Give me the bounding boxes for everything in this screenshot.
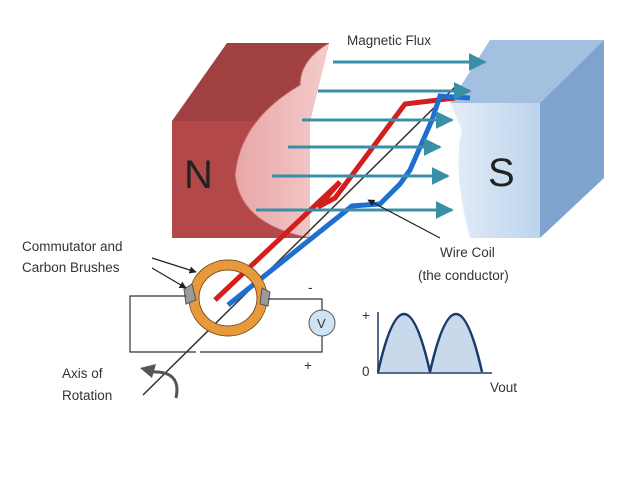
north-pole-label: N bbox=[184, 153, 213, 197]
graph-vout-label: Vout bbox=[490, 380, 517, 395]
circuit-wire-bottom bbox=[200, 336, 323, 353]
voltmeter-label: V bbox=[317, 316, 326, 331]
north-pole-face-curve bbox=[234, 42, 330, 239]
south-magnet-front bbox=[450, 103, 540, 238]
rotation-arrow-head bbox=[140, 364, 156, 378]
voltmeter bbox=[308, 309, 336, 337]
carbon-brush-right bbox=[259, 287, 271, 307]
south-magnet-side bbox=[540, 40, 604, 238]
flux-arrows bbox=[256, 53, 487, 219]
wire-coil-label-line1: Wire Coil bbox=[440, 245, 495, 260]
axis-label-line1: Axis of bbox=[62, 366, 103, 381]
commutator-ring-outline bbox=[188, 259, 268, 337]
graph-zero-label: 0 bbox=[362, 364, 370, 379]
commutator-pointer-2 bbox=[151, 267, 187, 289]
circuit-plus-label: + bbox=[304, 358, 312, 373]
circuit-minus-label: - bbox=[308, 280, 313, 295]
commutator-ring-inner bbox=[198, 269, 258, 327]
south-magnet: S bbox=[450, 40, 604, 238]
graph-plus-label: + bbox=[362, 308, 370, 323]
wire-coil-label-line2: (the conductor) bbox=[418, 268, 509, 283]
north-magnet: N bbox=[172, 42, 330, 239]
rotation-arrow bbox=[149, 370, 179, 399]
south-pole-label: S bbox=[488, 151, 515, 195]
output-voltage-graph: + 0 Vout bbox=[362, 308, 517, 395]
external-circuit: V - + bbox=[129, 280, 336, 373]
circuit-wire-left bbox=[129, 295, 196, 353]
south-magnet-top bbox=[450, 40, 604, 103]
axis-of-rotation-line bbox=[142, 86, 456, 396]
graph-wave bbox=[376, 312, 484, 373]
magnetic-flux-label: Magnetic Flux bbox=[347, 33, 431, 48]
commutator-ring bbox=[189, 260, 267, 336]
coil-red-wire bbox=[213, 95, 456, 302]
circuit-wire-right bbox=[268, 298, 323, 310]
commutator-label-line1: Commutator and bbox=[22, 239, 123, 254]
carbon-brush-left bbox=[183, 283, 197, 305]
axis-label-line2: Rotation bbox=[62, 388, 112, 403]
commutator-label-line2: Carbon Brushes bbox=[22, 260, 120, 275]
wire-coil-pointer bbox=[367, 199, 441, 239]
commutator bbox=[183, 259, 271, 337]
commutator-pointer-1 bbox=[151, 257, 197, 274]
graph-wave-fill bbox=[378, 314, 482, 372]
north-pole-face bbox=[235, 43, 329, 238]
